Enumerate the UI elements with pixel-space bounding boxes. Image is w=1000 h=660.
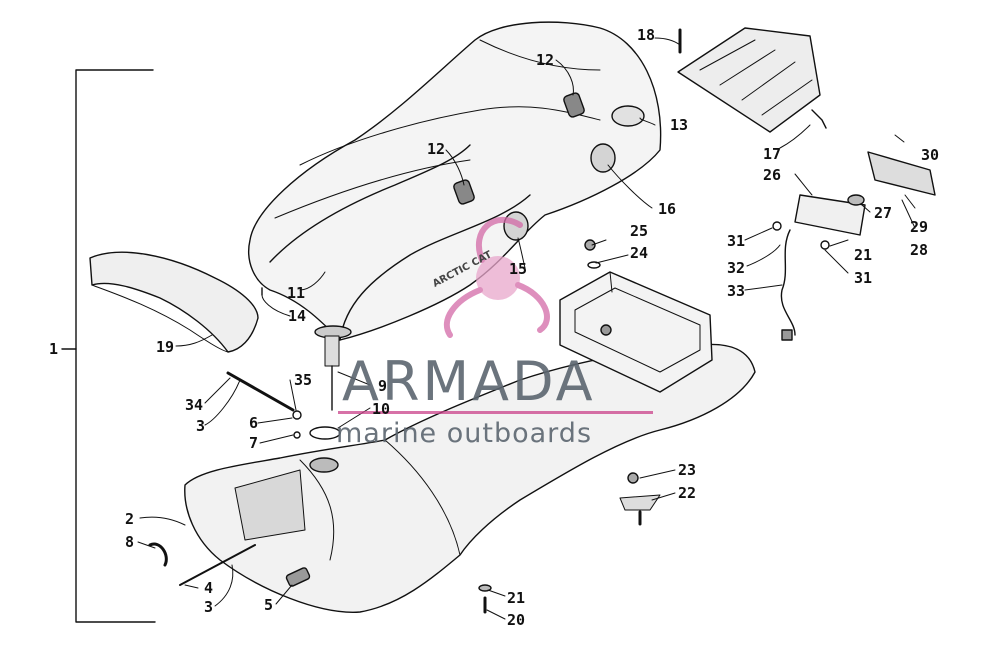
callout-2: 2 <box>125 510 135 528</box>
callout-16: 16 <box>658 200 677 218</box>
seat-part <box>248 21 662 341</box>
callout-18: 18 <box>637 26 656 44</box>
callout-29: 29 <box>910 218 929 236</box>
callout-21: 21 <box>854 246 873 264</box>
callout-14: 14 <box>288 307 307 325</box>
cap-16-part <box>590 143 616 173</box>
watermark-logo <box>443 217 550 338</box>
storage-cover-part <box>677 27 827 133</box>
callout-9: 9 <box>378 377 388 395</box>
taillight-part <box>772 151 936 341</box>
watermark-title: ARMADA <box>342 350 596 413</box>
callout-28: 28 <box>910 241 929 259</box>
callout-20: 20 <box>507 611 526 629</box>
callout-22: 22 <box>678 484 697 502</box>
callout-8: 8 <box>125 533 135 551</box>
callout-3: 3 <box>196 417 206 435</box>
callout-15: 15 <box>509 260 528 278</box>
callout-25: 25 <box>630 222 649 240</box>
callout-7: 7 <box>249 434 259 452</box>
callout-10: 10 <box>372 400 391 418</box>
callout-5: 5 <box>264 596 274 614</box>
assembly-bracket <box>61 69 156 623</box>
callout-17: 17 <box>763 145 782 163</box>
battery-box-part <box>559 271 713 393</box>
callout-31: 31 <box>727 232 746 250</box>
callout-3: 3 <box>204 598 214 616</box>
callout-12: 12 <box>536 51 555 69</box>
rear-fender-part <box>89 251 259 353</box>
watermark-subtitle: marine outboards <box>336 418 593 449</box>
callout-26: 26 <box>763 166 782 184</box>
cap-13-part <box>611 105 645 127</box>
callout-31: 31 <box>854 269 873 287</box>
callout-27: 27 <box>874 204 893 222</box>
callout-34: 34 <box>185 396 204 414</box>
callout-24: 24 <box>630 244 649 262</box>
callout-12: 12 <box>427 140 446 158</box>
callout-33: 33 <box>727 282 746 300</box>
callout-23: 23 <box>678 461 697 479</box>
callout-35: 35 <box>294 371 313 389</box>
watermark-divider <box>338 411 653 414</box>
callout-11: 11 <box>287 284 306 302</box>
callout-30: 30 <box>921 146 940 164</box>
leader-lines <box>137 37 916 620</box>
callout-4: 4 <box>204 579 214 597</box>
callout-1: 1 <box>49 340 59 358</box>
callout-32: 32 <box>727 259 746 277</box>
callout-19: 19 <box>156 338 175 356</box>
callout-13: 13 <box>670 116 689 134</box>
hardware-parts <box>148 28 682 614</box>
callout-6: 6 <box>249 414 259 432</box>
callout-21: 21 <box>507 589 526 607</box>
fuel-cap-part <box>309 325 352 440</box>
